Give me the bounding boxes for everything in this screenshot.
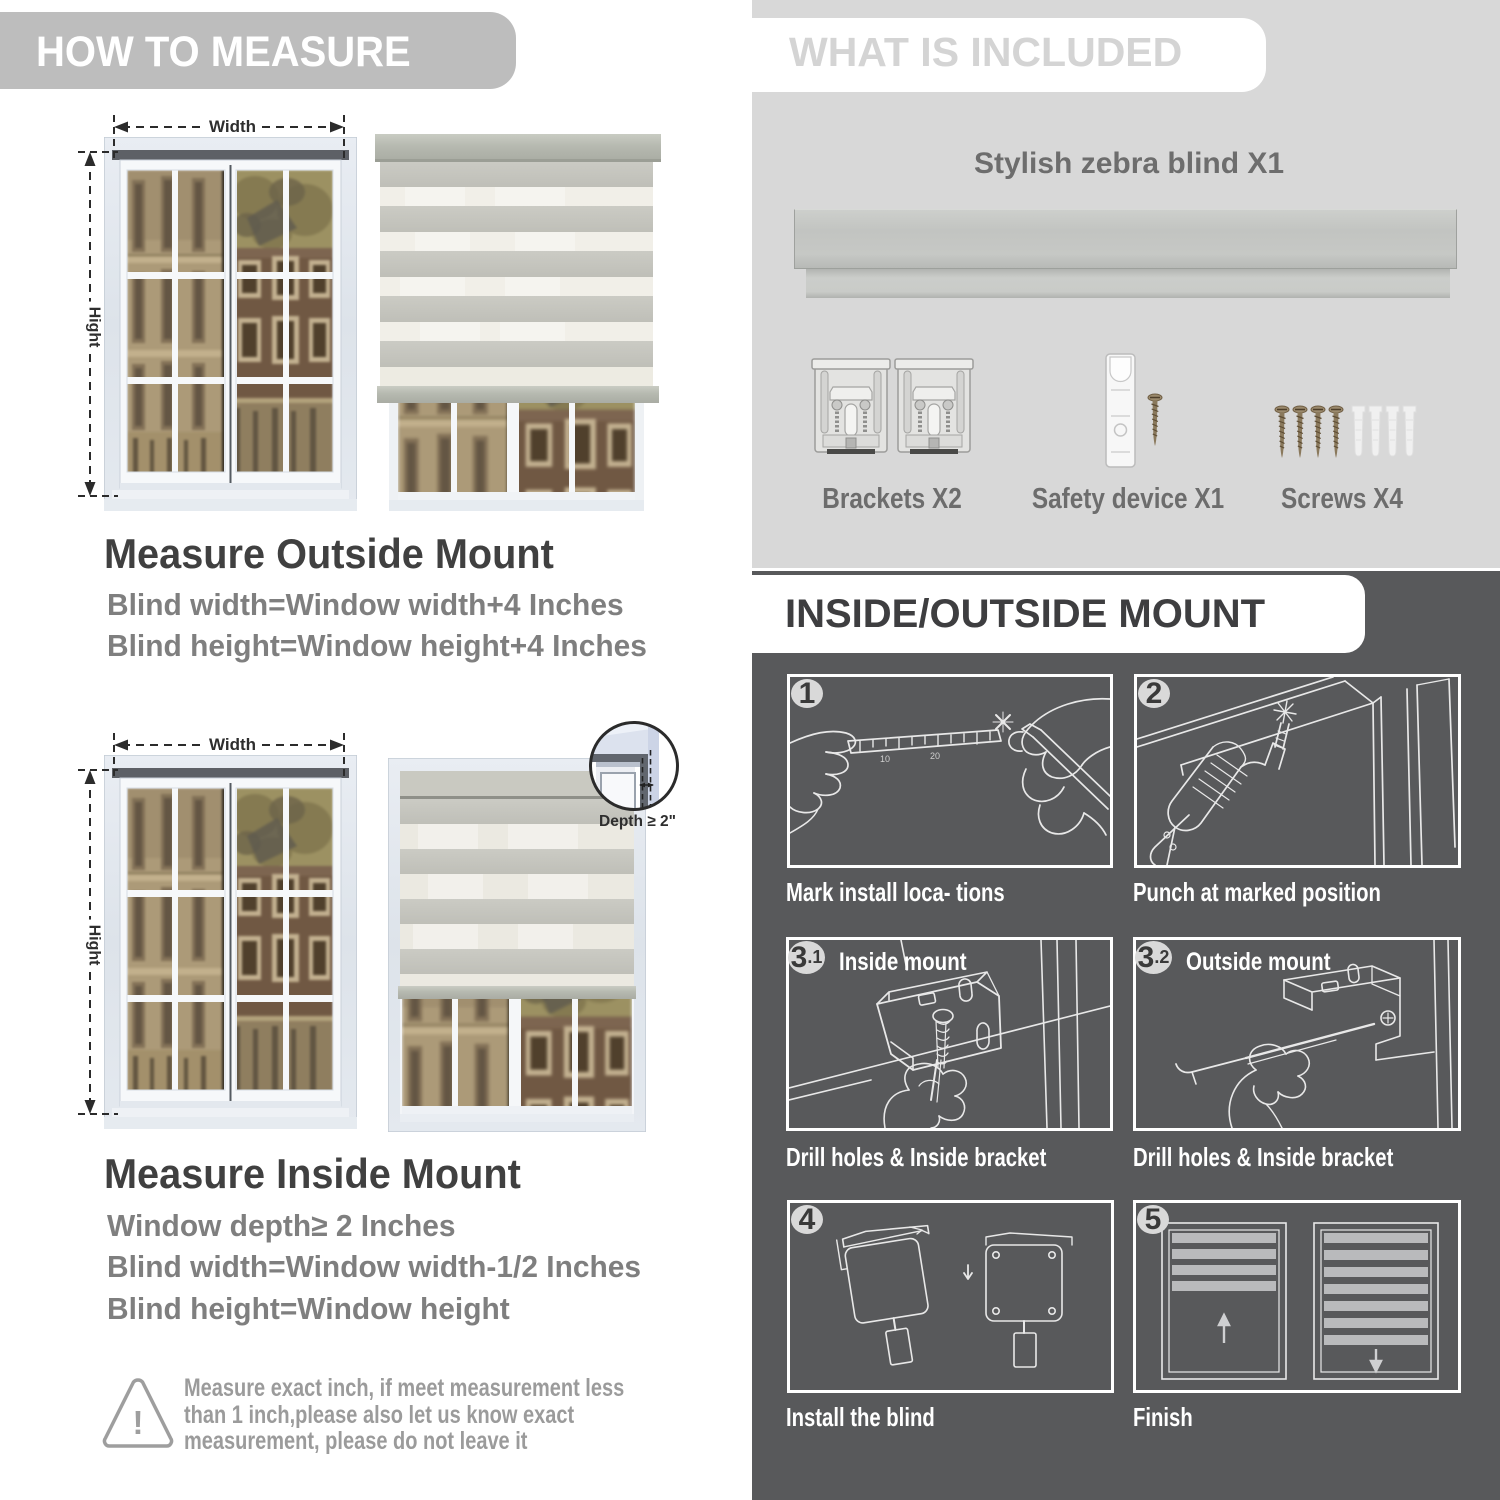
- svg-text:20: 20: [930, 751, 940, 761]
- svg-text:10: 10: [880, 754, 890, 764]
- svg-text:!: !: [133, 1404, 144, 1441]
